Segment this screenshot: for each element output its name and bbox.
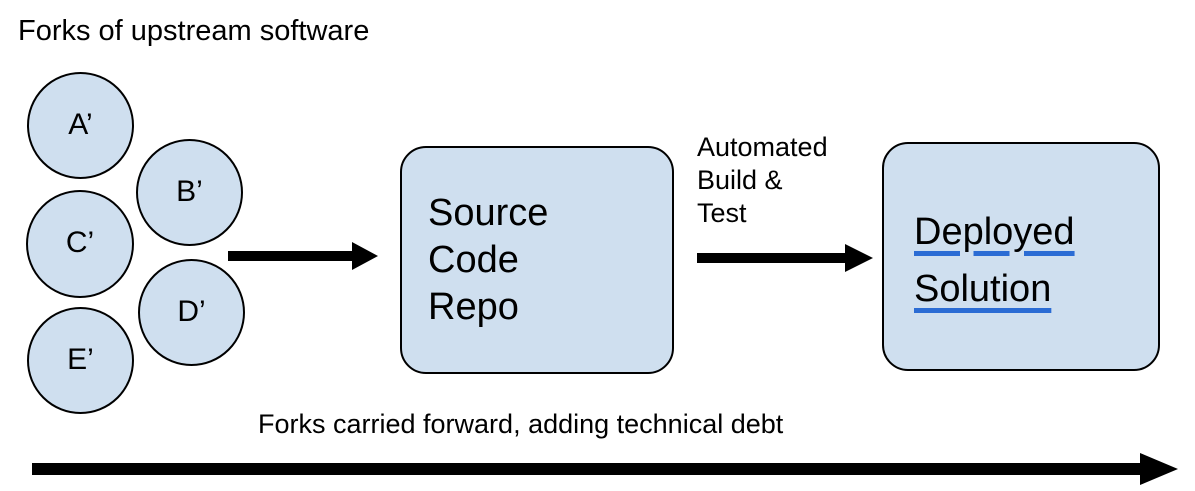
deployed-solution-label: Deployed Solution	[914, 211, 1075, 310]
fork-node-e-label: E’	[67, 342, 94, 376]
fork-node-d-label: D’	[177, 294, 206, 328]
page-title: Forks of upstream software	[18, 15, 370, 47]
automated-build-test-label: Automated Build & Test	[697, 132, 828, 228]
fork-node-b-label: B’	[176, 174, 203, 208]
source-code-repo-node: Source Code Repo	[400, 146, 674, 374]
fork-node-e: E’	[27, 307, 134, 414]
deployed-solution-node: Deployed Solution	[882, 142, 1160, 371]
arrow-forks-to-repo-icon	[228, 242, 378, 270]
timeline-arrow-icon	[32, 453, 1178, 485]
fork-node-b: B’	[136, 139, 243, 246]
technical-debt-caption: Forks carried forward, adding technical …	[258, 409, 784, 439]
fork-node-c: C’	[26, 190, 134, 298]
source-code-repo-label: Source Code Repo	[428, 192, 549, 328]
fork-node-c-label: C’	[65, 226, 95, 259]
fork-node-d: D’	[138, 259, 245, 366]
fork-node-a: A’	[27, 72, 134, 179]
arrow-repo-to-deployed-icon	[697, 244, 873, 272]
fork-node-a-label: A’	[68, 107, 93, 141]
